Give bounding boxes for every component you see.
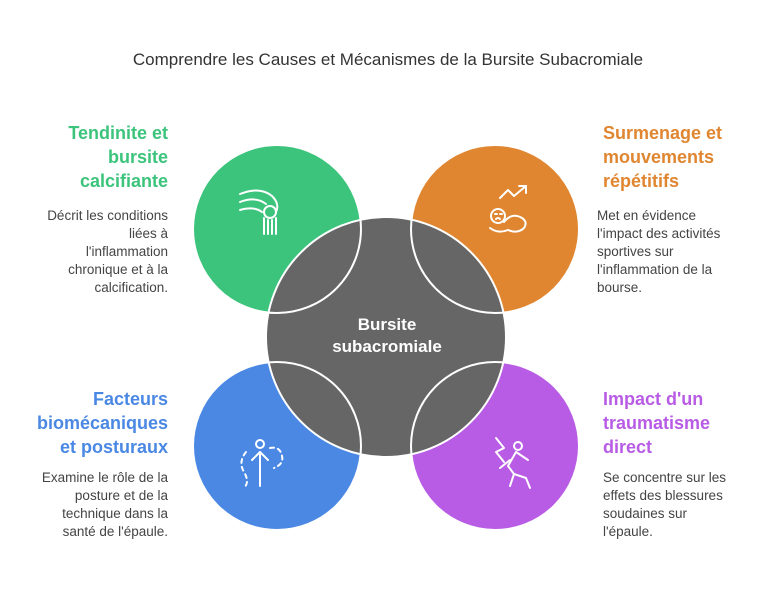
center-label-line2: subacromiale — [332, 337, 442, 356]
center-label-line1: Bursite — [357, 315, 417, 334]
heading-tendinite: Tendinite et bursite calcifiante — [68, 123, 168, 191]
circle-center — [265, 216, 507, 458]
desc-tendinite: Décrit les conditions liées à l'inflamma… — [47, 208, 168, 295]
desc-surmenage: Met en évidence l'impact des activités s… — [597, 208, 721, 295]
diagram-title: Comprendre les Causes et Mécanismes de l… — [132, 50, 644, 69]
falling-person-icon — [495, 437, 531, 489]
desc-traumatisme: Se concentre sur les effets des blessure… — [603, 470, 727, 539]
heading-facteurs: Facteurs biomécaniques et posturaux — [36, 389, 168, 457]
heading-surmenage: Surmenage et mouvements répétitifs — [603, 123, 723, 191]
heading-traumatisme: Impact d'un traumatisme direct — [603, 389, 711, 457]
desc-facteurs: Examine le rôle de la posture et de la t… — [41, 470, 168, 539]
knee-joint-icon — [239, 189, 279, 235]
posture-icon — [240, 439, 284, 489]
center-label: Bursite subacromiale — [300, 314, 474, 358]
fatigue-trend-icon — [489, 185, 527, 233]
